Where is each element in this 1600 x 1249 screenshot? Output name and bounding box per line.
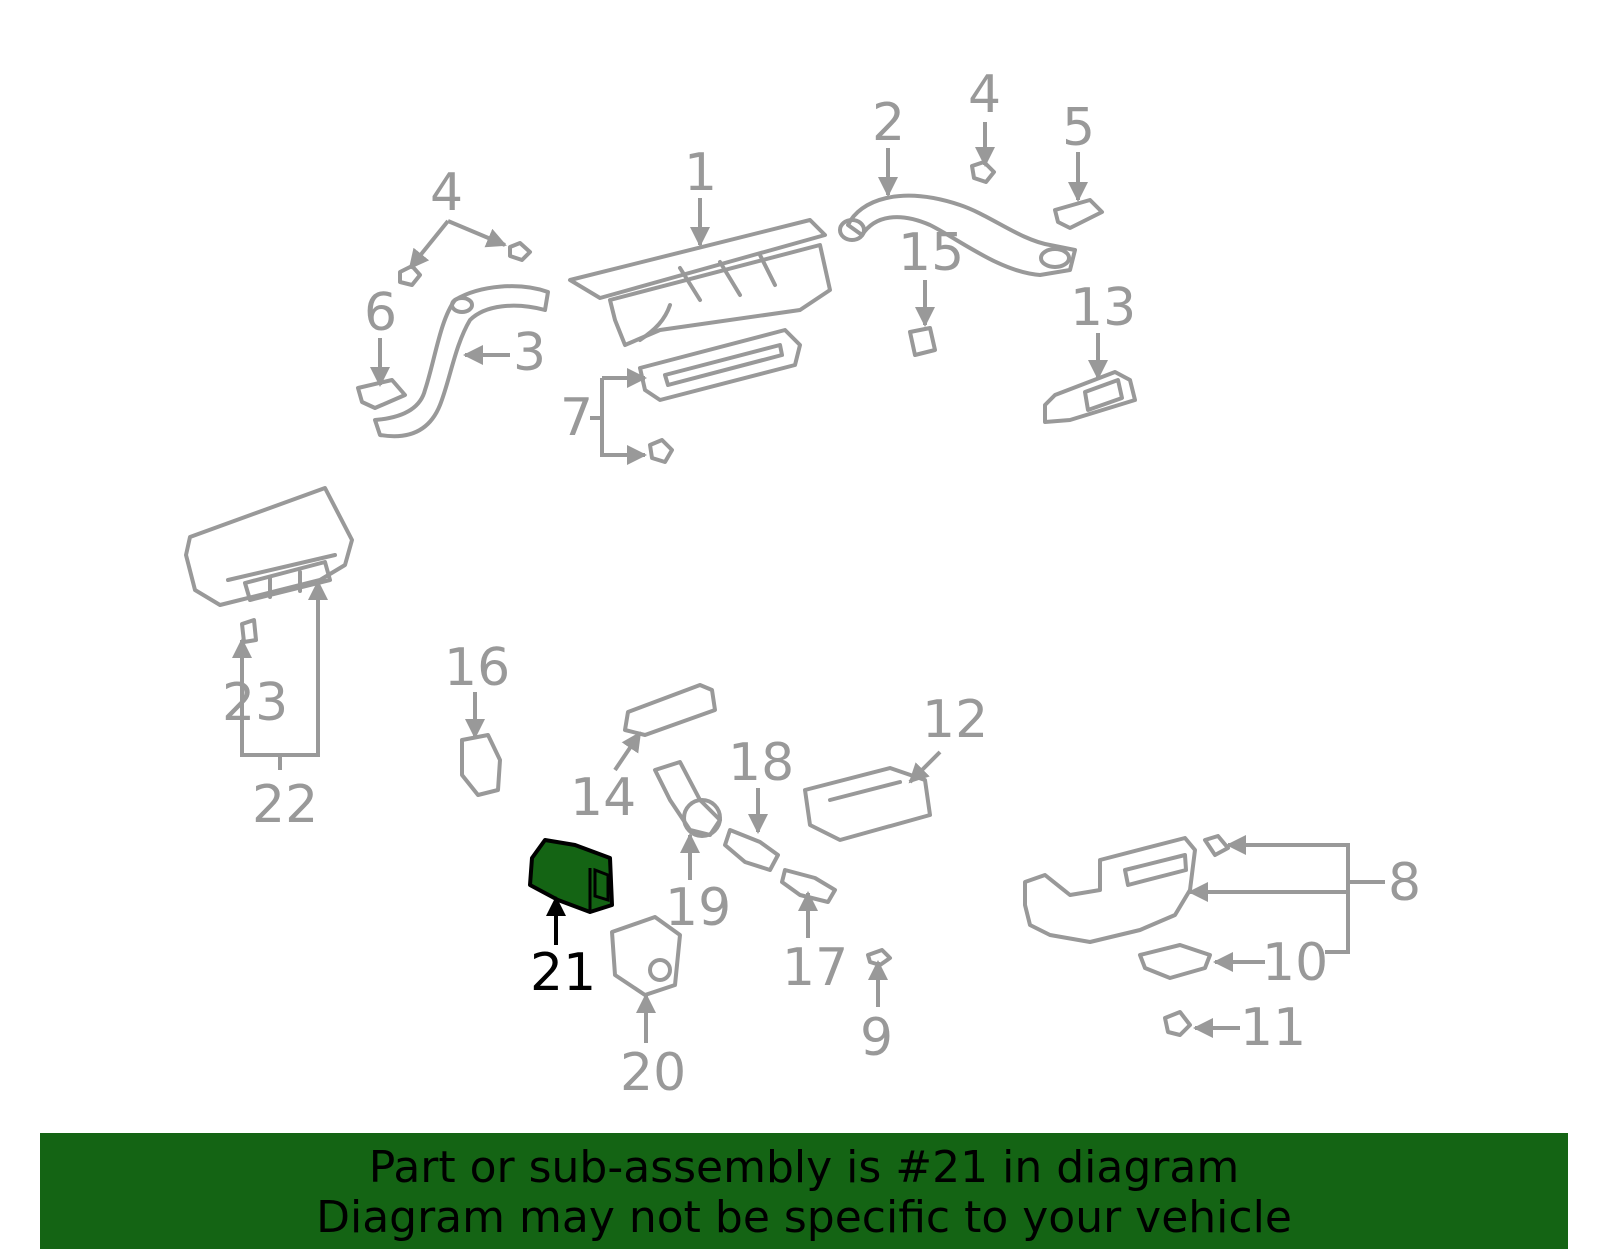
callout-3: 3	[513, 323, 546, 383]
callout-8: 8	[1388, 853, 1421, 913]
part-16-clip[interactable]	[460, 733, 502, 797]
leader-lines	[232, 122, 1385, 1043]
callout-6: 6	[364, 283, 397, 343]
callout-14: 14	[570, 768, 636, 828]
callout-16: 16	[444, 638, 510, 698]
part-21-highlighted[interactable]	[528, 838, 614, 914]
callout-10: 10	[1262, 933, 1328, 993]
part-22-overhead-console[interactable]	[184, 486, 354, 607]
banner-line-2: Diagram may not be specific to your vehi…	[316, 1192, 1292, 1243]
part-23-clip[interactable]	[240, 618, 258, 644]
part-5-grille[interactable]	[1053, 198, 1104, 230]
info-banner: Part or sub-assembly is #21 in diagram D…	[40, 1133, 1568, 1249]
part-3-left-duct[interactable]	[373, 284, 550, 439]
callout-13: 13	[1070, 278, 1136, 338]
callout-23: 23	[222, 673, 288, 733]
callout-22: 22	[252, 775, 318, 835]
part-11-clip[interactable]	[1163, 1010, 1192, 1037]
part-17-socket[interactable]	[780, 868, 837, 904]
part-13-vent[interactable]	[1043, 370, 1137, 424]
callout-4-left: 4	[430, 163, 463, 223]
part-8-trim[interactable]	[1023, 834, 1230, 944]
callout-18: 18	[728, 733, 794, 793]
part-15-bulb[interactable]	[908, 326, 937, 357]
part-12-pocket[interactable]	[803, 766, 932, 842]
part-10-bracket[interactable]	[1138, 943, 1212, 980]
part-20-switch[interactable]	[610, 915, 682, 997]
callout-17: 17	[782, 938, 848, 998]
part-2-right-duct[interactable]	[838, 193, 1077, 277]
part-14-vent[interactable]	[623, 683, 717, 737]
part-18-lighter[interactable]	[723, 828, 780, 872]
callout-labels: 1 2 3 4 4 5 6 7 8 9 10 11 12 13 14 15 16…	[222, 65, 1421, 1103]
callout-9: 9	[860, 1008, 893, 1068]
callout-4-right: 4	[968, 65, 1001, 125]
callout-1: 1	[684, 143, 717, 203]
callout-5: 5	[1062, 98, 1095, 158]
part-7-vent[interactable]	[638, 328, 802, 464]
callout-20: 20	[620, 1043, 686, 1103]
callout-11: 11	[1240, 998, 1306, 1058]
callout-15: 15	[898, 223, 964, 283]
callout-7: 7	[560, 388, 593, 448]
callout-21-selected: 21	[530, 943, 596, 1003]
callout-19: 19	[665, 878, 731, 938]
part-1-dash-duct[interactable]	[568, 218, 832, 347]
callout-2: 2	[872, 93, 905, 153]
callout-12: 12	[922, 690, 988, 750]
banner-line-1: Part or sub-assembly is #21 in diagram	[368, 1142, 1240, 1193]
part-19-ashtray[interactable]	[653, 760, 722, 838]
part-4-clip-left[interactable]	[398, 241, 532, 287]
